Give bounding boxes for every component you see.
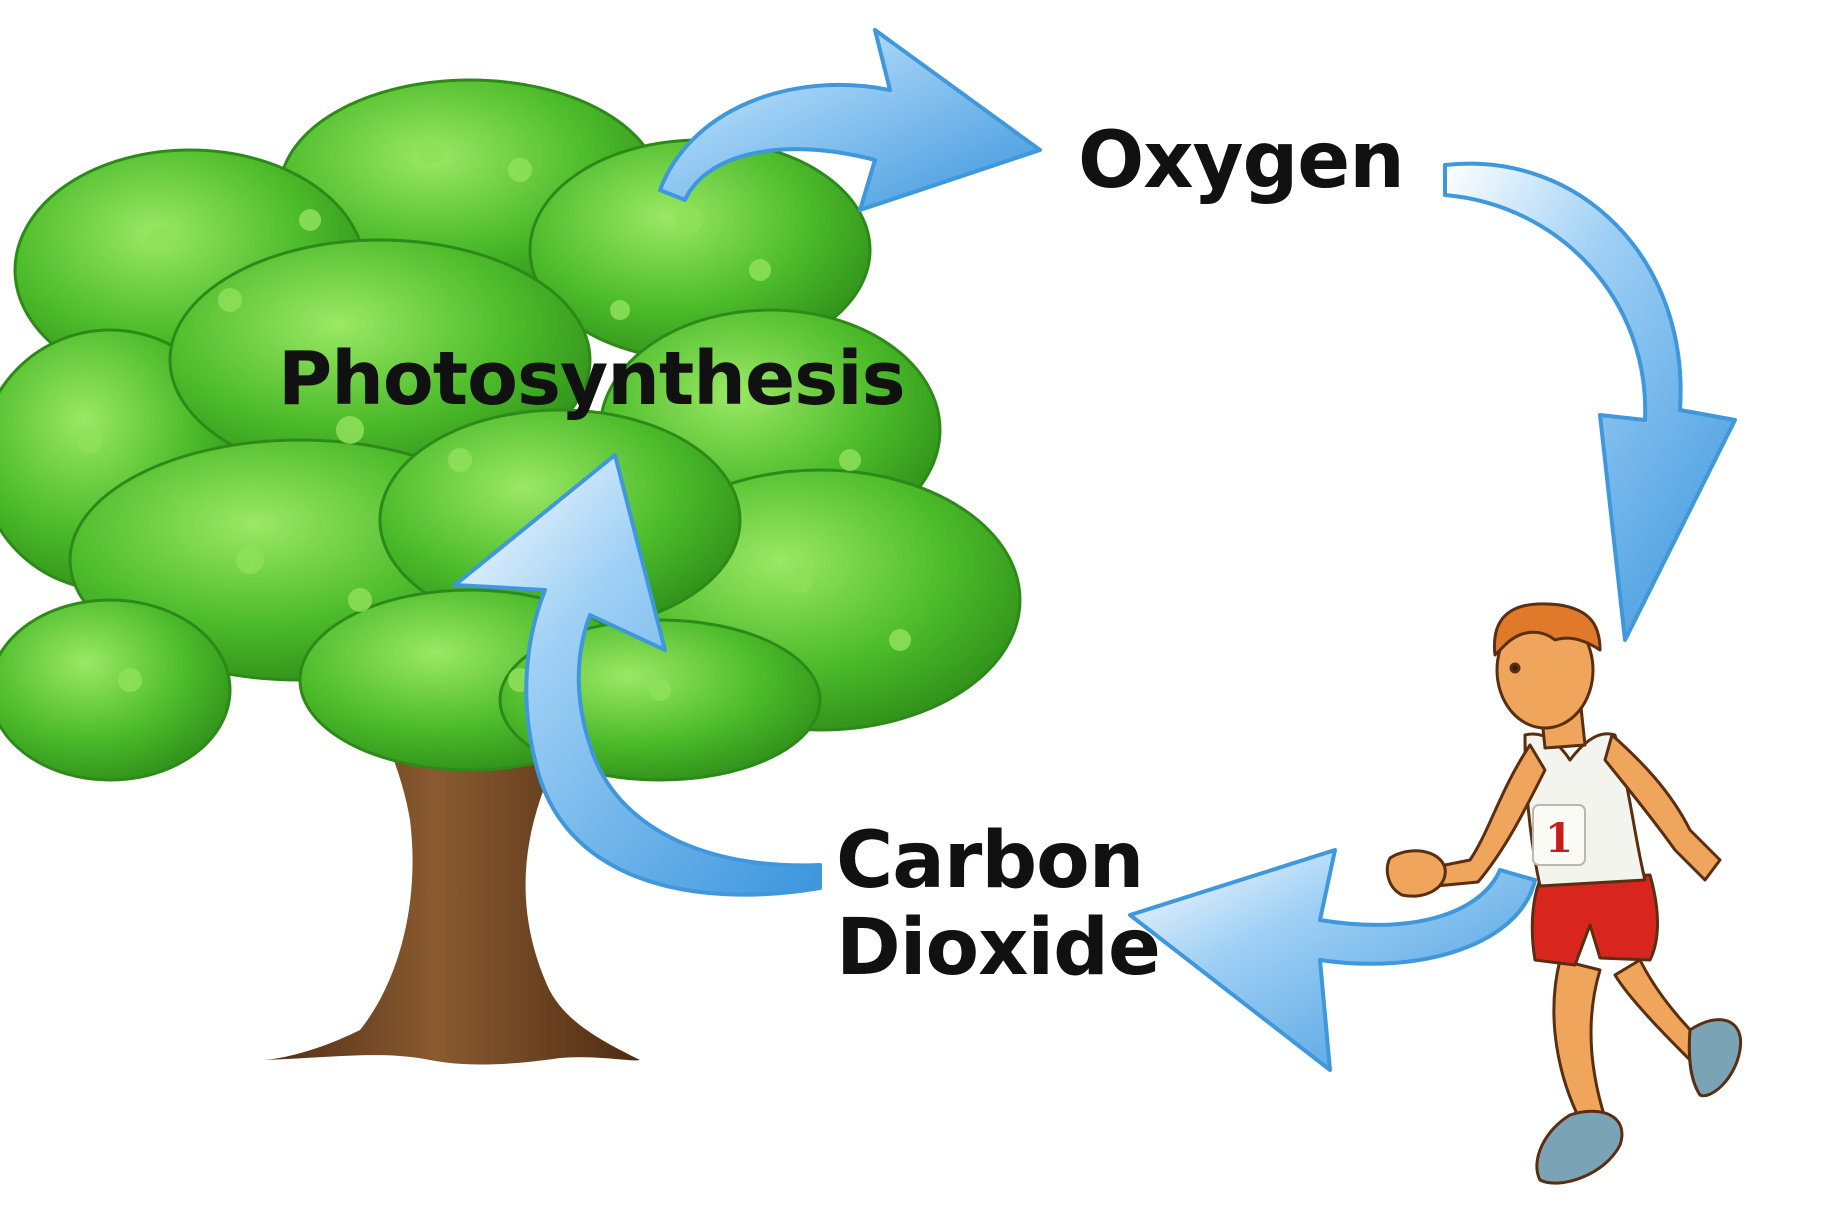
cycle-arrows — [453, 28, 1737, 1072]
runner-back-shoe-icon — [1687, 1018, 1743, 1098]
runner-front-leg — [1552, 958, 1607, 1122]
runner-back-leg — [1613, 958, 1702, 1062]
arrow-to-runner-icon — [1443, 161, 1737, 642]
runner-illustration — [1385, 602, 1743, 1185]
runner-bib-number: 1 — [1545, 815, 1573, 862]
runner-back-arm — [1603, 733, 1722, 882]
carbon-dioxide-label-line1: Carbon — [836, 816, 1144, 906]
oxygen-label: Oxygen — [1078, 116, 1405, 206]
runner-shorts — [1530, 873, 1659, 967]
tree-leaf-highlights — [77, 136, 911, 701]
arrow-to-photosynthesis-icon — [453, 453, 822, 897]
runner-hair — [1492, 602, 1602, 657]
runner-front-shoe-icon — [1535, 1109, 1624, 1185]
arrow-to-carbon-dioxide-icon — [1128, 848, 1537, 1072]
carbon-dioxide-label-line2: Dioxide — [836, 903, 1161, 994]
photosynthesis-label: Photosynthesis — [278, 336, 906, 422]
runner-eye — [1509, 662, 1521, 674]
arrow-to-oxygen-icon — [658, 28, 1042, 212]
runner-bib — [1532, 804, 1586, 866]
runner-fist-icon — [1385, 849, 1447, 898]
carbon-dioxide-label: Carbon Dioxide — [836, 816, 1161, 994]
